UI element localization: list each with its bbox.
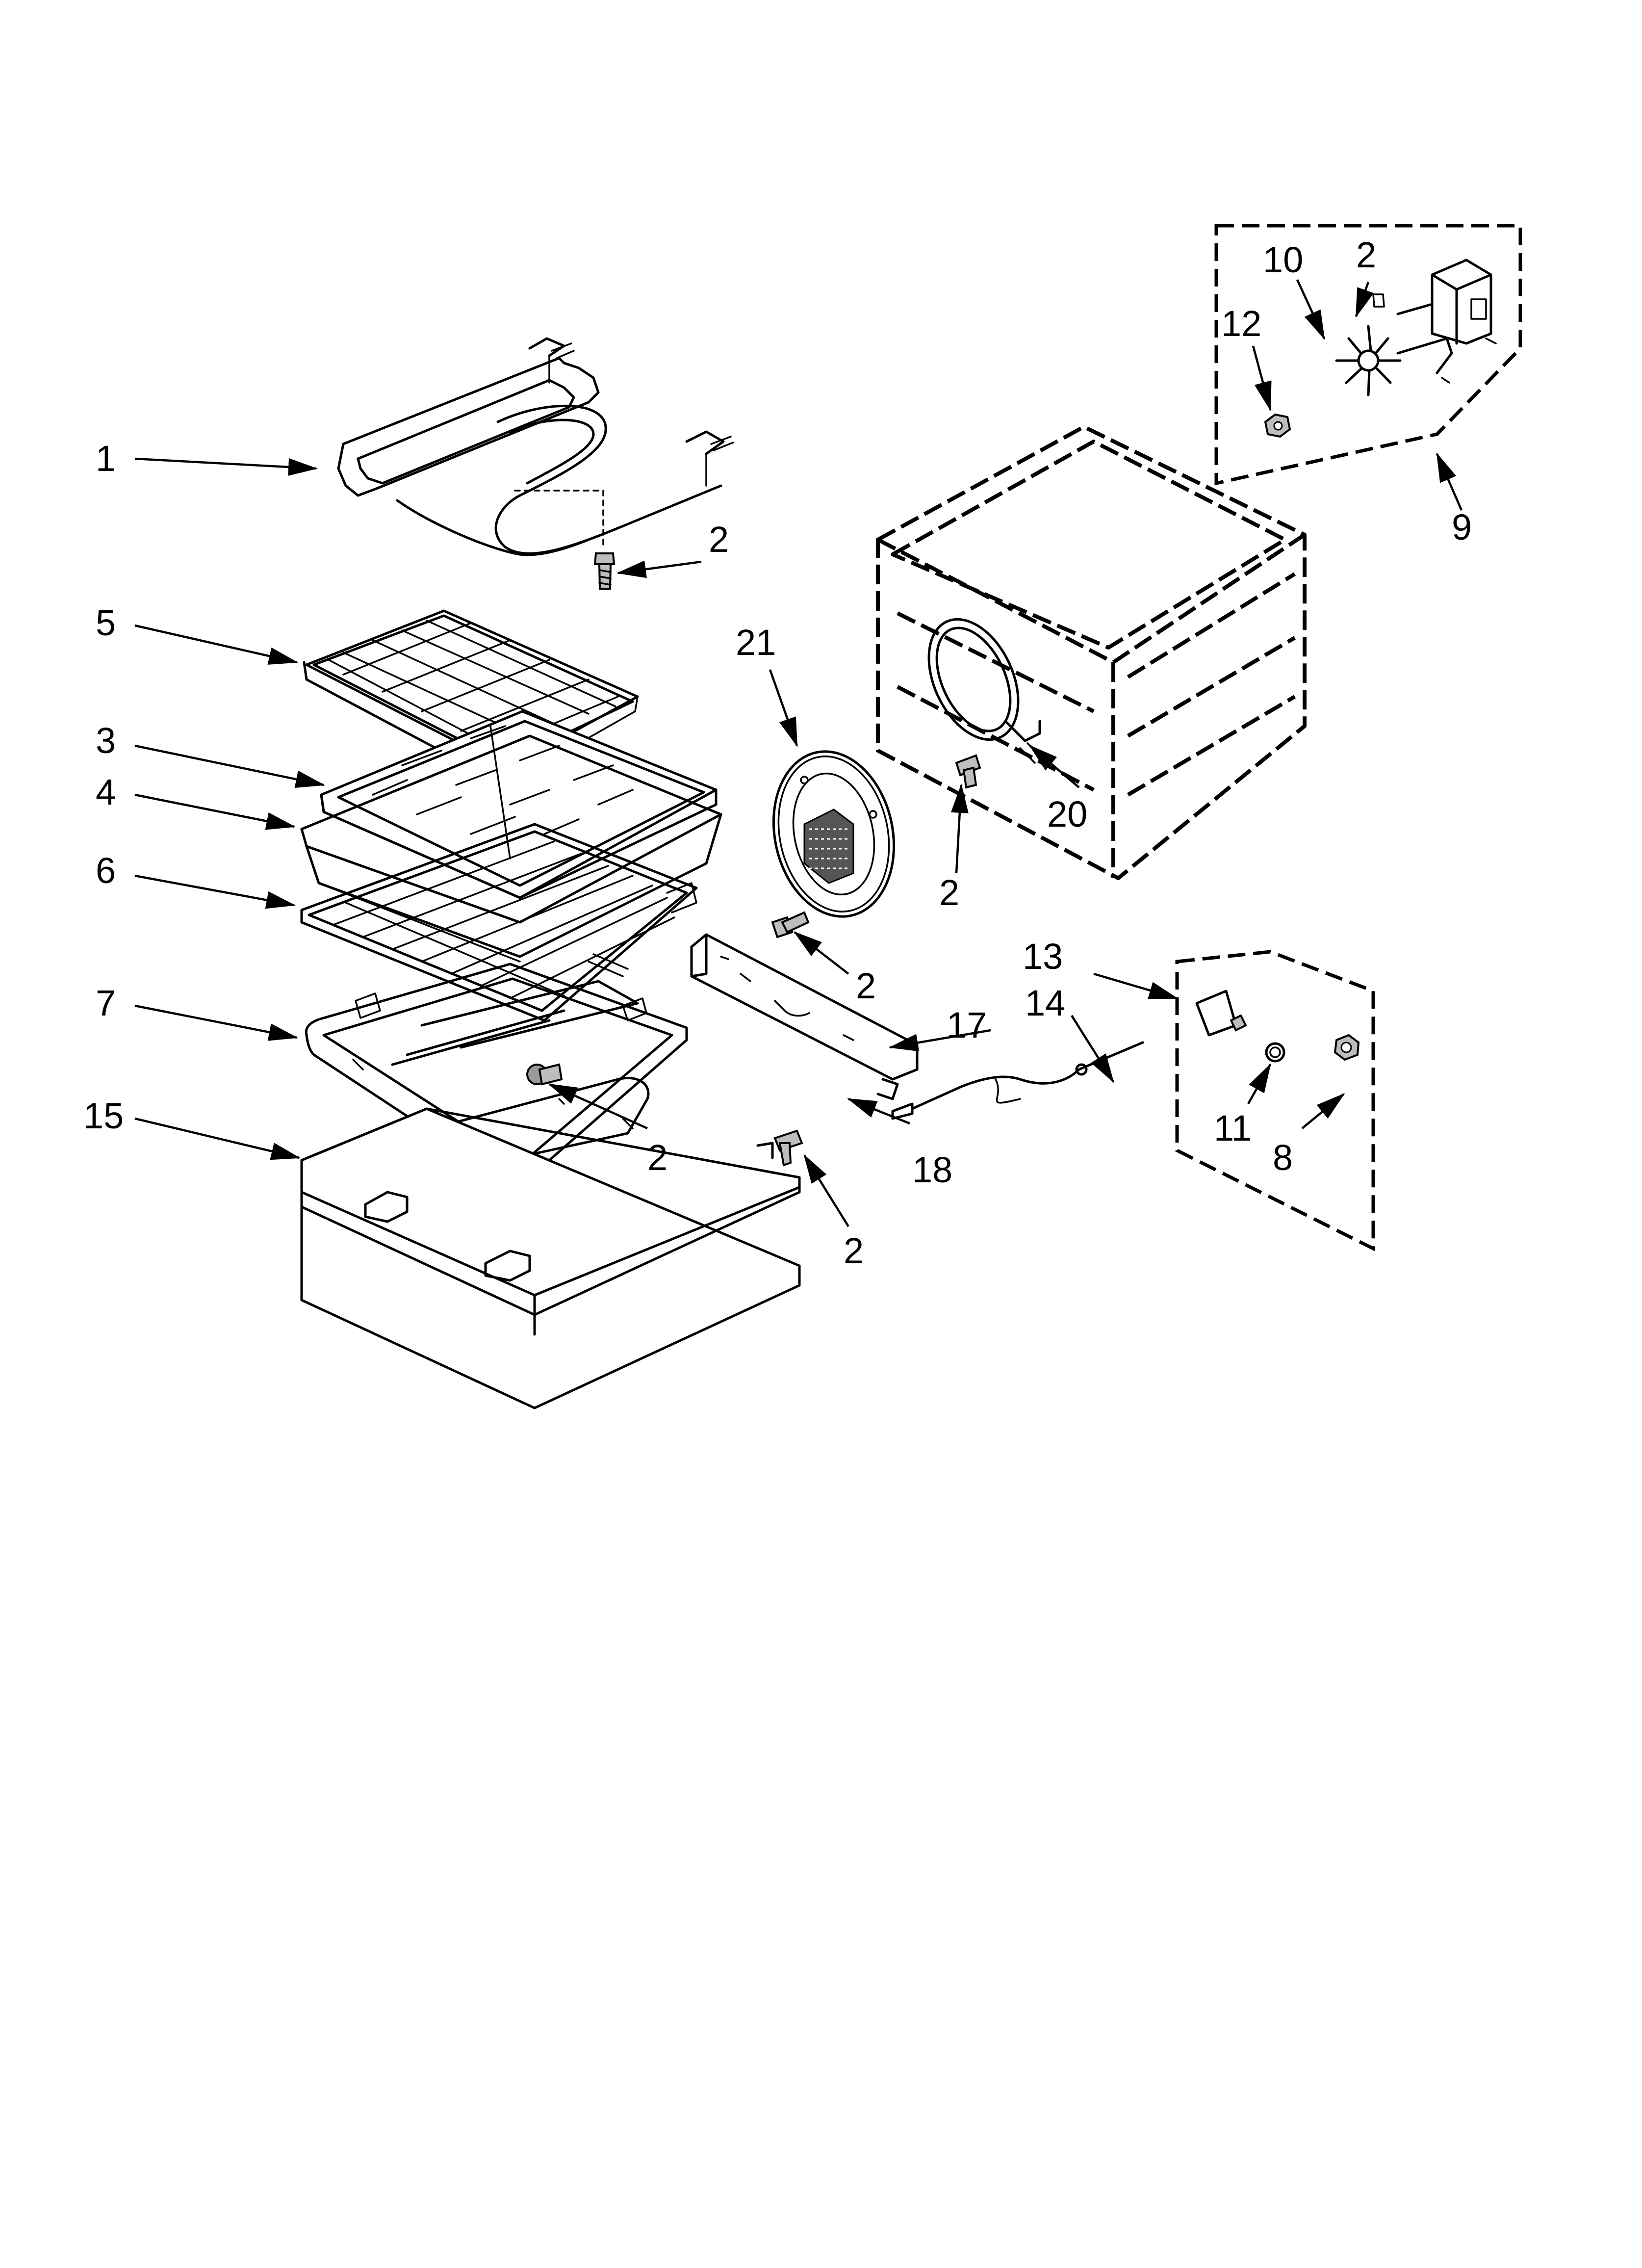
broiler-pan: [300, 734, 722, 963]
callout-labels: 1 2 5 3 4 6 7 15 21 2 2 2 2 20 17 18 13 …: [83, 235, 1472, 1271]
convection-fan-cover: [772, 750, 896, 918]
callout-3: 3: [96, 720, 116, 761]
screw-cavity: [955, 754, 981, 789]
callout-11: 11: [1214, 1108, 1252, 1148]
callout-2-bake: 2: [647, 1137, 667, 1178]
callout-2-cavity: 2: [939, 872, 959, 913]
callout-14: 14: [1025, 983, 1065, 1023]
callout-2-top: 2: [709, 519, 729, 560]
fan-motor-assembly: [1214, 224, 1522, 486]
callout-18: 18: [912, 1149, 952, 1190]
light-assembly: [1175, 950, 1375, 1251]
callout-2-fan-cover: 2: [856, 965, 876, 1006]
callout-21: 21: [736, 622, 776, 663]
callout-7: 7: [96, 983, 116, 1023]
oven-rack: [300, 823, 698, 1022]
callout-20: 20: [1047, 794, 1087, 834]
callout-5: 5: [96, 602, 116, 643]
broil-element: [337, 337, 734, 556]
screw-bake: [526, 1063, 563, 1086]
screw-fan-cover: [771, 911, 810, 938]
meat-probe: [891, 1041, 1144, 1120]
callout-1: 1: [96, 438, 116, 479]
callout-4: 4: [96, 772, 116, 812]
nut-fan: [1264, 413, 1291, 438]
oven-cavity: [876, 425, 1307, 880]
convection-element: [927, 618, 1043, 764]
callout-12: 12: [1221, 303, 1261, 344]
screw-shield: [773, 1129, 803, 1167]
broiler-pan-grid: [320, 710, 718, 899]
heat-shield: [300, 1107, 801, 1409]
callout-13: 13: [1023, 936, 1063, 977]
screw-top: [593, 552, 616, 590]
callout-2-shield: 2: [844, 1230, 864, 1271]
callout-8: 8: [1273, 1137, 1293, 1178]
leader-lines: [134, 279, 1463, 1227]
callout-10: 10: [1263, 239, 1303, 280]
callout-2-fan: 2: [1356, 235, 1376, 275]
callout-9: 9: [1452, 507, 1472, 547]
callout-6: 6: [96, 850, 116, 891]
callout-15: 15: [83, 1095, 124, 1136]
bracket: [690, 933, 919, 1100]
callout-17: 17: [947, 1005, 987, 1045]
